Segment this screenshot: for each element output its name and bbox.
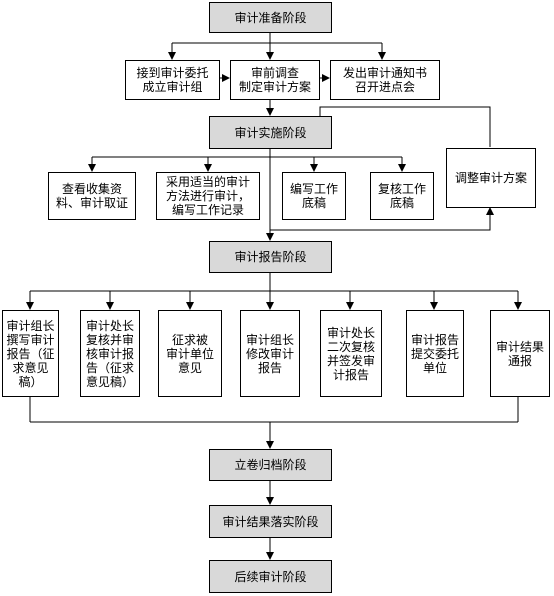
step-chief-review-report: 审计处长 复核并审 核审计报 告（征求 意见稿） — [80, 310, 140, 397]
step-accept-commission: 接到审计委托 成立审计组 — [125, 60, 220, 100]
step-review-workpaper: 复核工作 底稿 — [370, 172, 434, 220]
step-adjust-plan: 调整审计方案 — [446, 148, 536, 208]
step-draft-workpaper: 编写工作 底稿 — [282, 172, 346, 220]
stage-archive: 立卷归档阶段 — [209, 449, 332, 481]
stage-prep: 审计准备阶段 — [209, 2, 332, 33]
step-collect-evidence: 查看收集资 料、审计取证 — [48, 172, 136, 220]
step-solicit-opinion: 征求被 审计单位 意见 — [158, 310, 222, 397]
stage-subsequent: 后续审计阶段 — [209, 560, 332, 593]
stage-report: 审计报告阶段 — [209, 241, 332, 273]
stage-impl: 审计实施阶段 — [209, 116, 332, 149]
edge-impl-to-adjust — [270, 207, 494, 231]
step-leader-revise-report: 审计组长 修改审计 报告 — [240, 310, 300, 397]
edge-adjust-feedback — [316, 106, 491, 147]
step-audit-method: 采用适当的审计 方法进行审计， 编写工作记录 — [156, 172, 260, 220]
step-notify-results: 审计结果 通报 — [490, 310, 550, 397]
step-issue-notice: 发出审计通知书 召开进点会 — [330, 60, 440, 100]
step-submit-report: 审计报告 提交委托 单位 — [406, 310, 464, 397]
step-chief-sign-report: 审计处长 二次复核 并签发审 计报告 — [320, 310, 382, 397]
step-leader-draft-report: 审计组长 撰写审计 报告（征 求意见 稿） — [2, 310, 59, 397]
step-pre-survey: 审前调查 制定审计方案 — [230, 60, 320, 100]
stage-follow-up: 审计结果落实阶段 — [209, 505, 332, 538]
